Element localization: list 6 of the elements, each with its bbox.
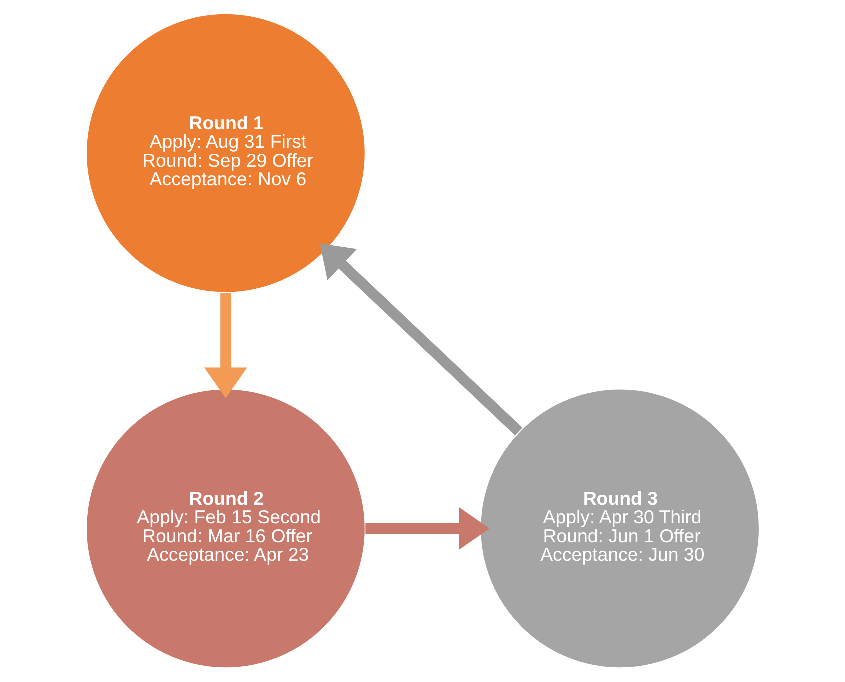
arrow (204, 293, 247, 398)
arrow (365, 507, 490, 550)
arrow (320, 244, 522, 436)
node-circle: Round 3 Apply: Apr 30 Third Round: Jun 1 Offer Acceptance: Jun 30 (479, 388, 760, 669)
node-circle: Round 2 Apply: Feb 15 Second Round: Mar 16 Offer Acceptance: Apr 23 (85, 388, 366, 669)
node-circle: Round 1 Apply: Aug 31 First Round: Sep 29 Offer Acceptance: Nov 6 (85, 13, 366, 294)
